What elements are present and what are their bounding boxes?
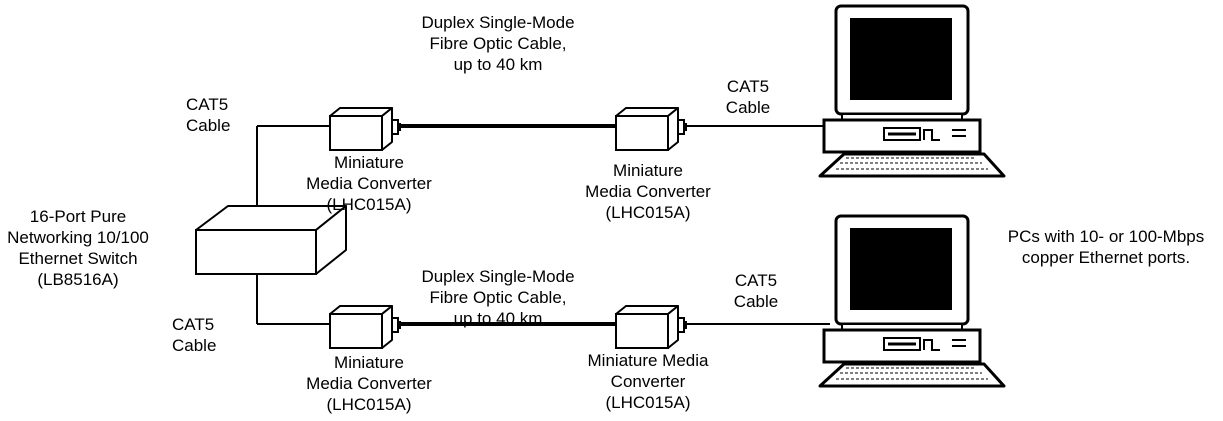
media-converter-icon [329,305,402,349]
desktop-pc-icon [818,214,1006,388]
desktop-pc-icon [818,4,1006,178]
ethernet-switch-icon [195,205,347,275]
media-converter-icon [329,107,402,151]
media-converter-icon [615,107,688,151]
media-converter-icon [615,305,688,349]
